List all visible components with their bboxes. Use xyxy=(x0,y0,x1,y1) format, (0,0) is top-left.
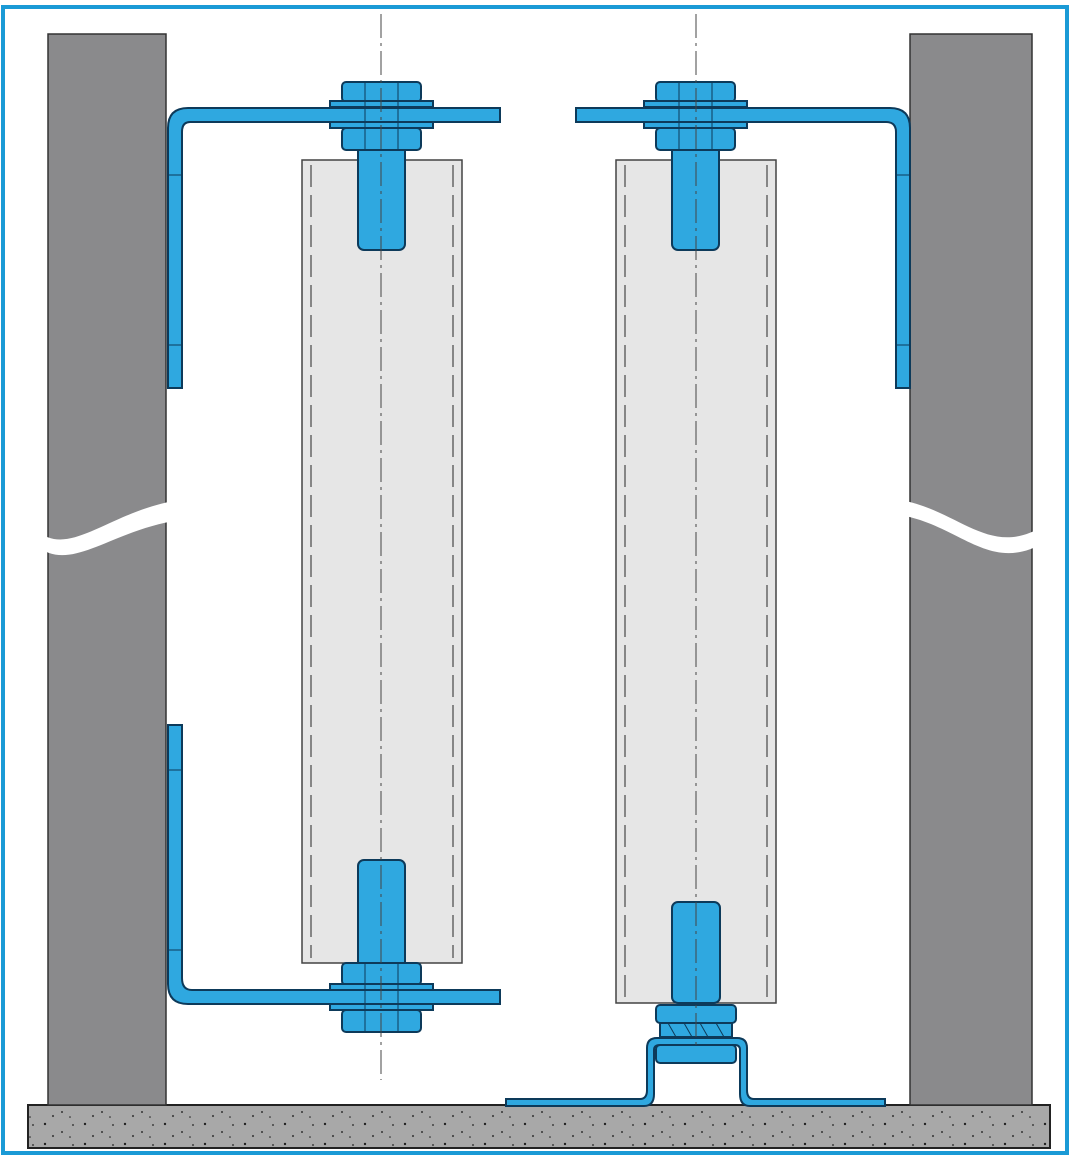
left-wall xyxy=(36,33,180,1106)
right-wall xyxy=(900,33,1045,1106)
left-tube xyxy=(301,159,463,964)
left-lower-bracket xyxy=(167,724,501,1005)
right-upper-bracket xyxy=(575,107,911,389)
left-upper-bracket xyxy=(167,107,501,389)
floor-slab xyxy=(27,1104,1051,1149)
right-top-bolt-assembly xyxy=(643,81,748,251)
frame-border xyxy=(1,5,1069,1155)
